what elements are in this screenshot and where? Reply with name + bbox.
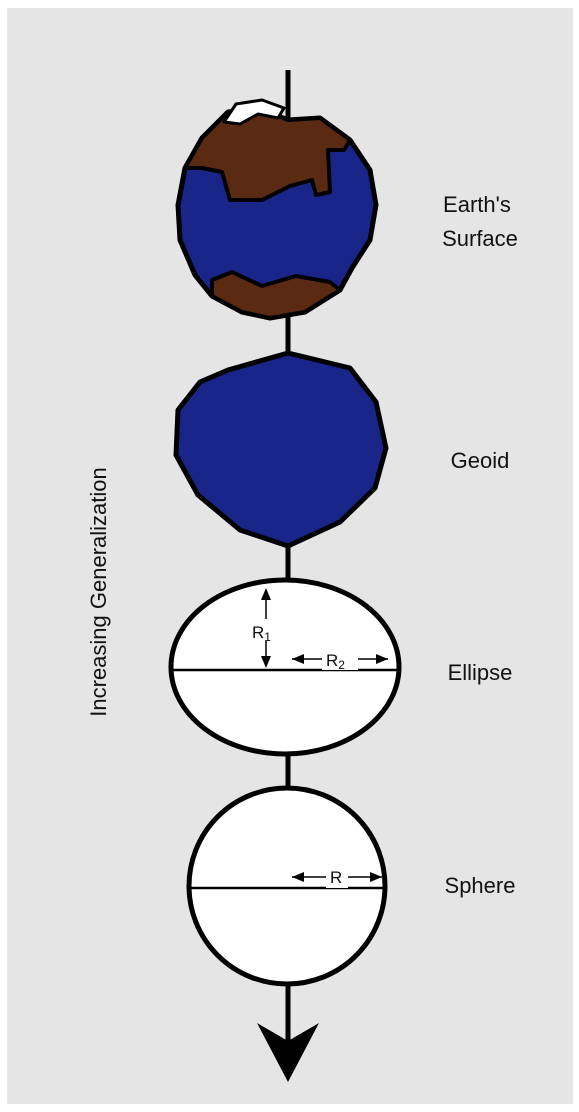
earth-surface-icon [178,100,376,318]
sphere-outline [189,788,385,984]
r-label: R [330,868,342,887]
ellipse-outline [171,580,399,754]
stage-label-sphere: Sphere [445,873,516,898]
axis-label: Increasing Generalization [86,467,111,716]
stage-label-earth-surface: Earth's Surface [442,192,518,251]
stage-label-ellipse: Ellipse [448,660,513,685]
sphere-icon: R [189,788,385,984]
stage-label-geoid: Geoid [451,448,510,473]
ellipse-icon: R1 R2 [171,580,399,754]
geoid-icon [176,353,386,546]
